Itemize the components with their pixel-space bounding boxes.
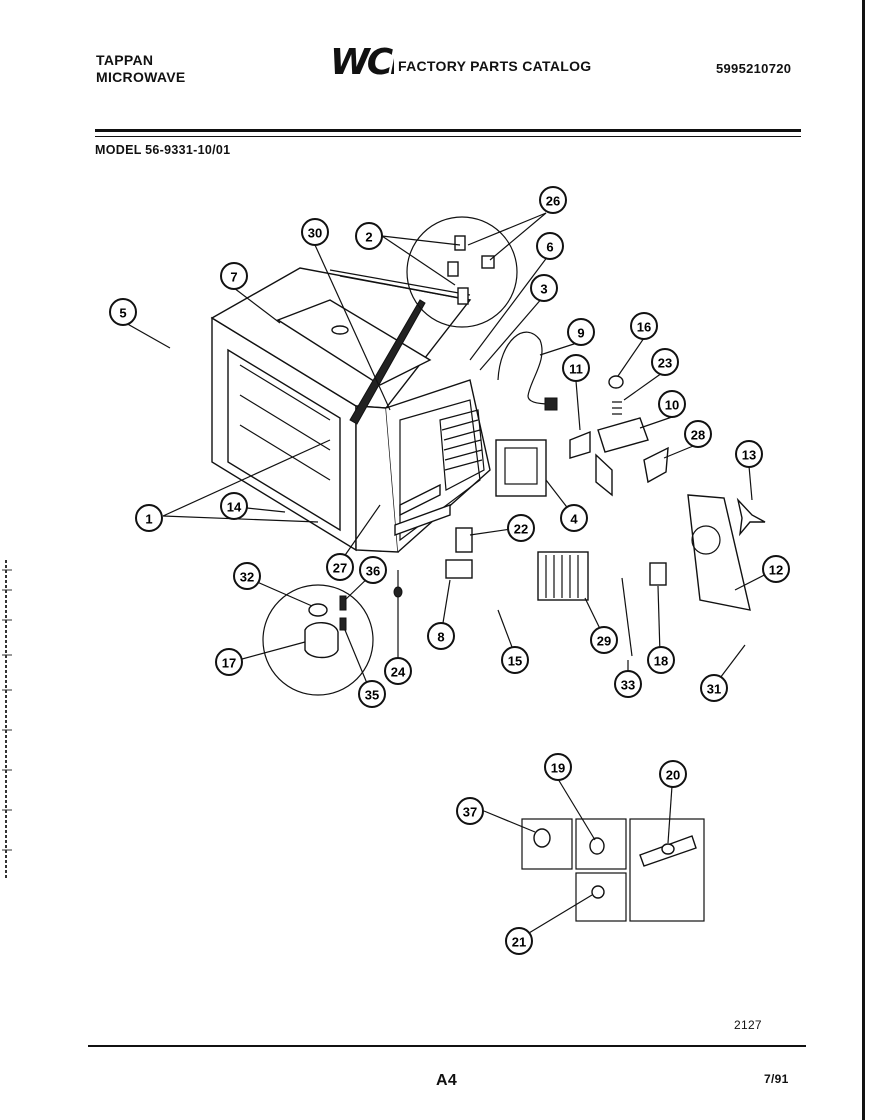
callout-label: 14 xyxy=(227,500,242,515)
callout-12: 12 xyxy=(762,555,790,583)
callout-label: 4 xyxy=(570,512,578,527)
callout-14: 14 xyxy=(220,492,248,520)
footer-rule xyxy=(88,1045,806,1047)
callout-label: 15 xyxy=(508,654,522,669)
callout-label: 6 xyxy=(546,240,553,255)
callout-label: 32 xyxy=(240,570,254,585)
callout-label: 36 xyxy=(366,564,380,579)
brand-line-2: MICROWAVE xyxy=(96,69,186,85)
callout-20: 20 xyxy=(659,760,687,788)
brand-block: TAPPAN MICROWAVE xyxy=(96,52,186,86)
callout-28: 28 xyxy=(684,420,712,448)
callout-2: 2 xyxy=(355,222,383,250)
callout-label: 24 xyxy=(391,665,406,680)
inset-box-19 xyxy=(575,818,627,870)
callout-label: 19 xyxy=(551,761,565,776)
figure-number: 2127 xyxy=(734,1018,762,1032)
callout-23: 23 xyxy=(651,348,679,376)
callout-13: 13 xyxy=(735,440,763,468)
callout-label: 1 xyxy=(145,512,152,527)
callout-19: 19 xyxy=(544,753,572,781)
callout-5: 5 xyxy=(109,298,137,326)
callout-22: 22 xyxy=(507,514,535,542)
callout-6: 6 xyxy=(536,232,564,260)
callout-label: 22 xyxy=(514,522,528,537)
callout-label: 3 xyxy=(540,282,547,297)
callout-4: 4 xyxy=(560,504,588,532)
callout-31: 31 xyxy=(700,674,728,702)
callout-8: 8 xyxy=(427,622,455,650)
callout-24: 24 xyxy=(384,657,412,685)
callout-26: 26 xyxy=(539,186,567,214)
inset-box-37 xyxy=(521,818,573,870)
callout-3: 3 xyxy=(530,274,558,302)
callout-label: 12 xyxy=(769,563,783,578)
scan-edge-marks xyxy=(0,560,13,880)
callout-label: 16 xyxy=(637,320,651,335)
callout-label: 7 xyxy=(230,270,237,285)
catalog-number: 5995210720 xyxy=(716,61,792,76)
header-rule-thin xyxy=(95,136,801,137)
callout-29: 29 xyxy=(590,626,618,654)
header-rule xyxy=(95,129,801,132)
callout-label: 23 xyxy=(658,356,672,371)
callout-label: 10 xyxy=(665,398,679,413)
inset-box-20 xyxy=(629,818,705,922)
page-right-border xyxy=(862,0,865,1120)
callout-label: 11 xyxy=(569,362,583,377)
callout-17: 17 xyxy=(215,648,243,676)
callout-label: 26 xyxy=(546,194,560,209)
callout-35: 35 xyxy=(358,680,386,708)
callout-label: 27 xyxy=(333,561,347,576)
wci-logo: WCI xyxy=(330,42,406,87)
callout-label: 29 xyxy=(597,634,611,649)
callout-label: 8 xyxy=(437,630,444,645)
callout-30: 30 xyxy=(301,218,329,246)
callout-label: 35 xyxy=(365,688,379,703)
callout-label: 17 xyxy=(222,656,236,671)
callout-37: 37 xyxy=(456,797,484,825)
callout-label: 21 xyxy=(512,935,526,950)
callout-label: 28 xyxy=(691,428,705,443)
callout-7: 7 xyxy=(220,262,248,290)
callout-label: 2 xyxy=(365,230,372,245)
callout-label: 20 xyxy=(666,768,680,783)
page-number: A4 xyxy=(436,1072,458,1089)
callout-label: 37 xyxy=(463,805,477,820)
callout-10: 10 xyxy=(658,390,686,418)
callout-18: 18 xyxy=(647,646,675,674)
callout-27: 27 xyxy=(326,553,354,581)
callout-9: 9 xyxy=(567,318,595,346)
callout-33: 33 xyxy=(614,670,642,698)
model-number: MODEL 56-9331-10/01 xyxy=(95,143,231,157)
callout-label: 33 xyxy=(621,678,635,693)
cabinet-drawing xyxy=(210,267,491,553)
callout-11: 11 xyxy=(562,354,590,382)
brand-line-1: TAPPAN xyxy=(96,52,154,68)
callout-21: 21 xyxy=(505,927,533,955)
inset-box-21 xyxy=(575,872,627,922)
callout-label: 9 xyxy=(577,326,584,341)
callout-label: 31 xyxy=(707,682,721,697)
callout-label: 18 xyxy=(654,654,668,669)
callout-32: 32 xyxy=(233,562,261,590)
callout-16: 16 xyxy=(630,312,658,340)
catalog-date: 7/91 xyxy=(764,1072,789,1086)
callout-1: 1 xyxy=(135,504,163,532)
callout-label: 30 xyxy=(308,226,322,241)
callout-15: 15 xyxy=(501,646,529,674)
callout-label: 5 xyxy=(119,306,126,321)
catalog-title: FACTORY PARTS CATALOG xyxy=(398,58,592,74)
callout-label: 13 xyxy=(742,448,756,463)
svg-text:WCI: WCI xyxy=(330,42,394,82)
callout-36: 36 xyxy=(359,556,387,584)
